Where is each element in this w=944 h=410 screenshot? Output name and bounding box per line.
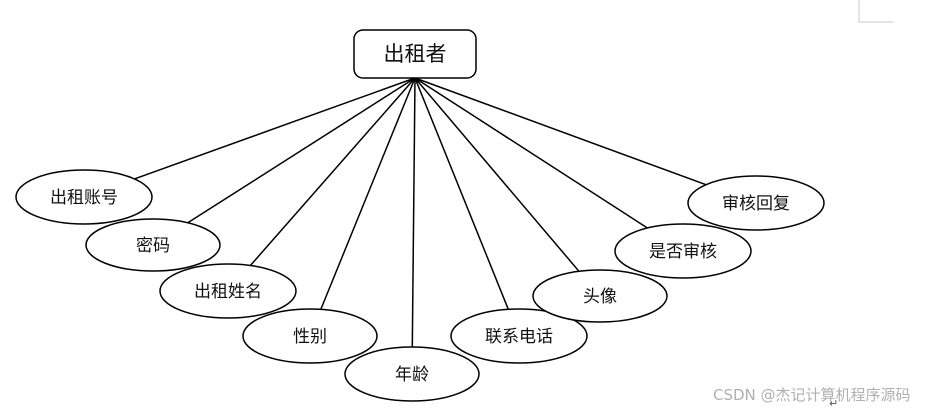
connector-line	[249, 77, 416, 266]
attribute-label: 是否审核	[649, 242, 717, 262]
connector-line	[320, 77, 416, 310]
attribute-label: 密码	[136, 236, 170, 256]
connector-line	[414, 77, 648, 229]
attribute-ellipse	[687, 175, 825, 231]
page-corner-mark	[858, 0, 893, 23]
attribute-label: 联系电话	[485, 327, 553, 347]
connector-line	[414, 77, 707, 186]
attribute-label: 出租姓名	[194, 282, 262, 302]
attribute-ellipse	[450, 308, 588, 364]
entity-node: 出租者	[353, 29, 477, 79]
attribute-ellipse	[242, 308, 378, 364]
attribute-label: 性别	[293, 327, 327, 347]
attribute-label: 审核回复	[722, 194, 790, 214]
entity-box	[353, 29, 477, 79]
attribute-ellipse	[532, 269, 668, 323]
attribute-node: 密码	[85, 218, 221, 272]
attribute-node: 审核回复	[687, 175, 825, 231]
attribute-node: 是否审核	[614, 223, 752, 279]
attribute-node: 出租姓名	[159, 263, 297, 319]
attribute-ellipse	[614, 223, 752, 279]
connector-line	[411, 77, 416, 348]
attribute-ellipse	[344, 346, 480, 402]
attribute-ellipse	[15, 169, 153, 225]
connector-lines	[134, 77, 707, 348]
attribute-ellipse	[85, 218, 221, 272]
connector-line	[187, 77, 416, 224]
attribute-node: 头像	[532, 269, 668, 323]
attribute-node: 年龄	[344, 346, 480, 402]
attribute-node: 出租账号	[15, 169, 153, 225]
cursor-mark: ↵	[829, 397, 838, 410]
attribute-label: 年龄	[395, 365, 429, 385]
connector-line	[414, 77, 509, 310]
attribute-node: 联系电话	[450, 308, 588, 364]
attribute-node: 性别	[242, 308, 378, 364]
attribute-label: 出租账号	[50, 188, 118, 208]
entity-label: 出租者	[384, 42, 447, 66]
watermark-text: CSDN @杰记计算机程序源码	[713, 386, 911, 404]
connector-line	[414, 77, 580, 272]
connector-line	[134, 77, 416, 180]
attribute-ellipse	[159, 263, 297, 319]
attribute-label: 头像	[583, 287, 617, 307]
